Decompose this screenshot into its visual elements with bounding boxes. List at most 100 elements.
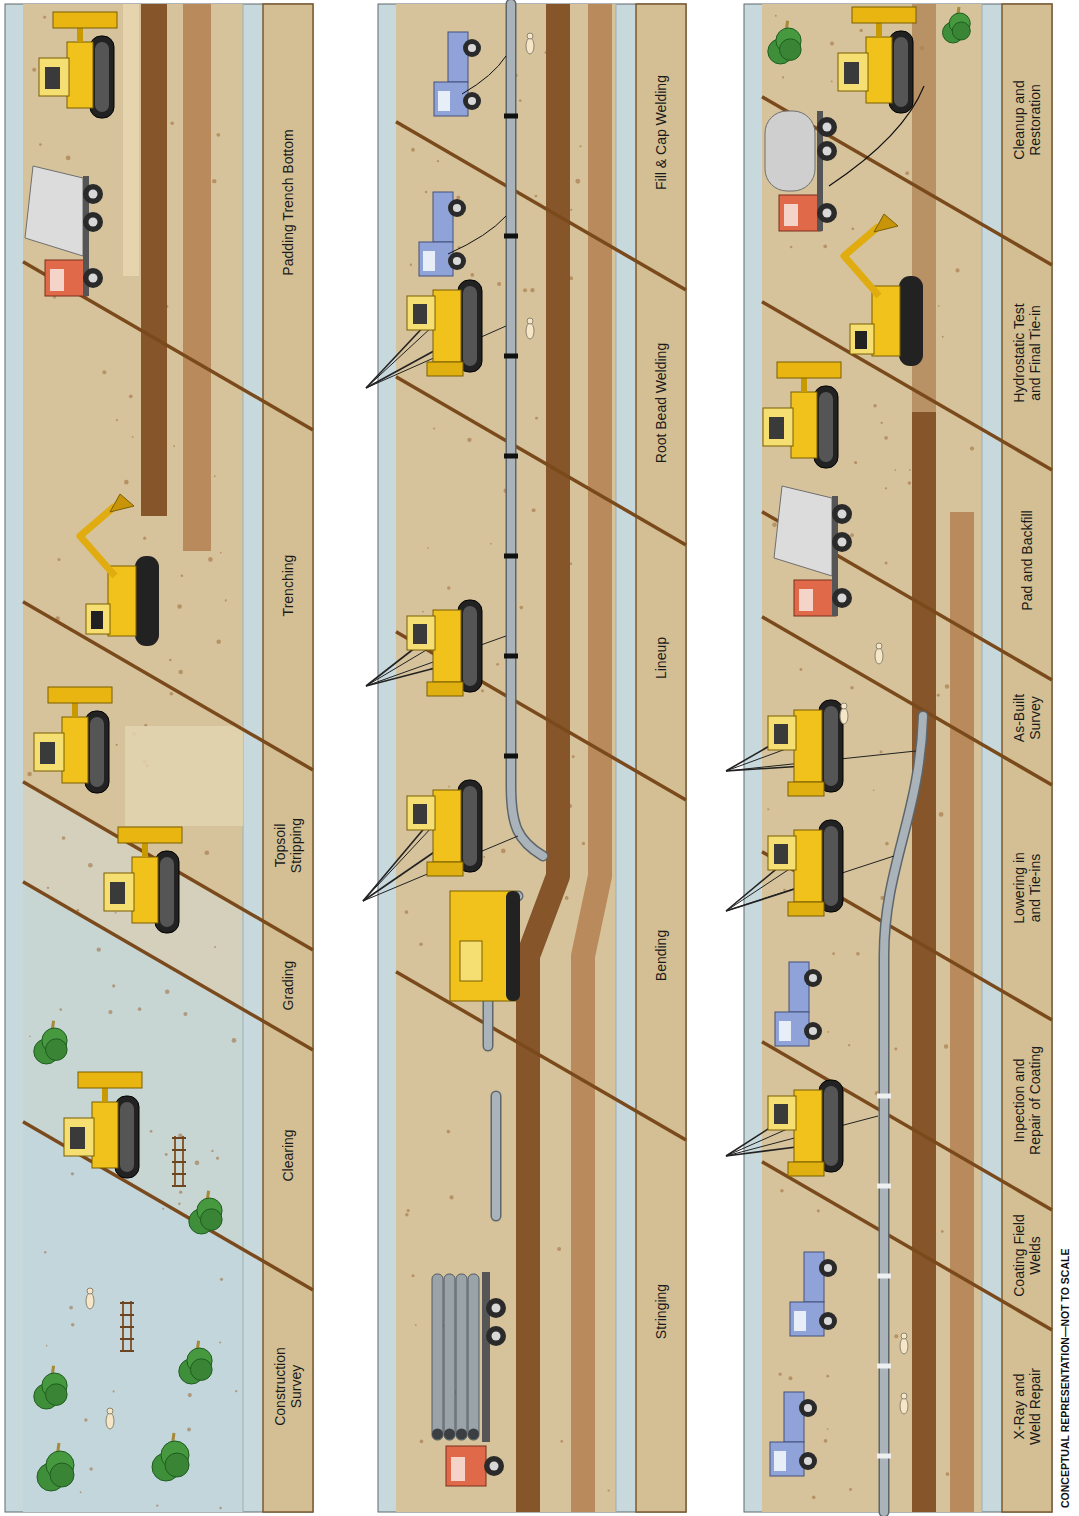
blade xyxy=(53,12,117,28)
soil-speck xyxy=(885,561,888,564)
pipe-truck xyxy=(432,1272,506,1486)
cab-window xyxy=(784,204,798,226)
wheel xyxy=(819,1312,837,1330)
canopy xyxy=(780,39,802,61)
soil-speck xyxy=(422,611,424,613)
soil-speck xyxy=(812,1496,816,1500)
soil-speck xyxy=(823,244,827,248)
stage-divider xyxy=(23,782,313,950)
stage-name: Clearing xyxy=(280,1129,296,1181)
fence-post xyxy=(172,1137,186,1139)
soil-speck xyxy=(447,586,450,589)
soil-speck xyxy=(170,692,174,696)
soil-speck xyxy=(790,246,792,248)
stage-label: Pad and Backfill xyxy=(1002,481,1052,641)
soil-speck xyxy=(481,689,484,692)
trench xyxy=(528,4,558,1512)
stage-name: X-Ray and Weld Repair xyxy=(1011,1362,1043,1452)
soil-speck xyxy=(43,16,46,19)
wheel xyxy=(817,203,837,223)
soil-speck xyxy=(470,273,474,277)
truck-bed xyxy=(789,962,809,1012)
blade xyxy=(118,827,182,843)
welding-truck xyxy=(770,1392,817,1476)
track-inner xyxy=(819,392,833,462)
pipe-joint-stack xyxy=(444,1274,455,1440)
welding-lead xyxy=(462,56,506,94)
track xyxy=(90,36,114,118)
soil-speck xyxy=(894,1047,897,1050)
soil-speck xyxy=(827,1428,829,1430)
soil-speck xyxy=(116,419,118,421)
soil-speck xyxy=(767,808,769,810)
stage-label: Root Bead Welding xyxy=(636,303,686,503)
soil-speck xyxy=(46,1345,48,1347)
boom-line xyxy=(726,866,794,911)
field-joint xyxy=(504,454,518,459)
soil-speck xyxy=(165,990,170,995)
wheel xyxy=(448,252,466,270)
soil-speck xyxy=(497,282,501,286)
cab-window xyxy=(413,304,427,324)
soil-speck xyxy=(415,1324,417,1326)
soil-speck xyxy=(783,889,786,892)
soil-speck xyxy=(84,1418,87,1421)
scale-note: CONCEPTUAL REPRESENTATION—NOT TO SCALE xyxy=(1059,1249,1071,1508)
fence-post xyxy=(120,1302,134,1304)
worker-head xyxy=(107,1408,113,1414)
welding-lead xyxy=(448,216,506,254)
soil-speck xyxy=(456,196,460,200)
strip-frame xyxy=(5,4,313,1512)
tree xyxy=(189,1191,222,1234)
pipe xyxy=(511,4,543,856)
cab-window xyxy=(91,611,103,629)
soil-speck xyxy=(831,81,833,83)
soil-speck xyxy=(129,394,133,398)
fence-post xyxy=(172,1149,186,1151)
soil-speck xyxy=(945,684,950,689)
fence-post xyxy=(120,1350,134,1352)
cab-window xyxy=(50,269,64,291)
soil-speck xyxy=(143,537,146,540)
soil-speck xyxy=(775,15,777,17)
soil-speck xyxy=(856,952,860,956)
track-inner xyxy=(894,37,908,107)
boom-arm xyxy=(80,506,115,576)
body xyxy=(433,290,461,362)
stage-name: Root Bead Welding xyxy=(653,343,669,463)
stage-name: Stringing xyxy=(653,1284,669,1339)
worker xyxy=(900,1393,908,1414)
soil-speck xyxy=(411,1274,414,1277)
bulldozer xyxy=(64,1072,142,1178)
soil-speck xyxy=(535,417,538,420)
track-inner xyxy=(90,717,104,787)
spoil-pile xyxy=(950,512,974,1512)
soil-speck xyxy=(579,145,581,147)
tank xyxy=(765,111,815,191)
worker-body xyxy=(526,323,534,339)
body xyxy=(794,1090,822,1162)
trench xyxy=(141,4,167,516)
soil-speck xyxy=(411,148,415,152)
wheel xyxy=(463,92,481,110)
soil-speck xyxy=(425,191,428,194)
track xyxy=(458,600,482,692)
track xyxy=(135,556,159,646)
stage-name: Hydrostatic Test and Final Tie-in xyxy=(1011,296,1043,411)
counterweight xyxy=(788,1162,824,1176)
tree xyxy=(943,7,971,43)
cab xyxy=(86,604,110,634)
wheel xyxy=(817,141,837,161)
stage-label: Inpection and Repair of Coating xyxy=(1002,1038,1052,1163)
soil-speck xyxy=(880,750,883,753)
soil-speck xyxy=(849,1488,852,1491)
soil-speck xyxy=(57,558,60,561)
stage-divider xyxy=(762,617,1052,785)
welding-truck xyxy=(790,1252,837,1336)
soil-speck xyxy=(532,508,536,512)
soil-speck xyxy=(178,1203,181,1206)
cab xyxy=(64,1118,94,1156)
worker-head xyxy=(527,33,533,39)
body xyxy=(791,392,817,458)
